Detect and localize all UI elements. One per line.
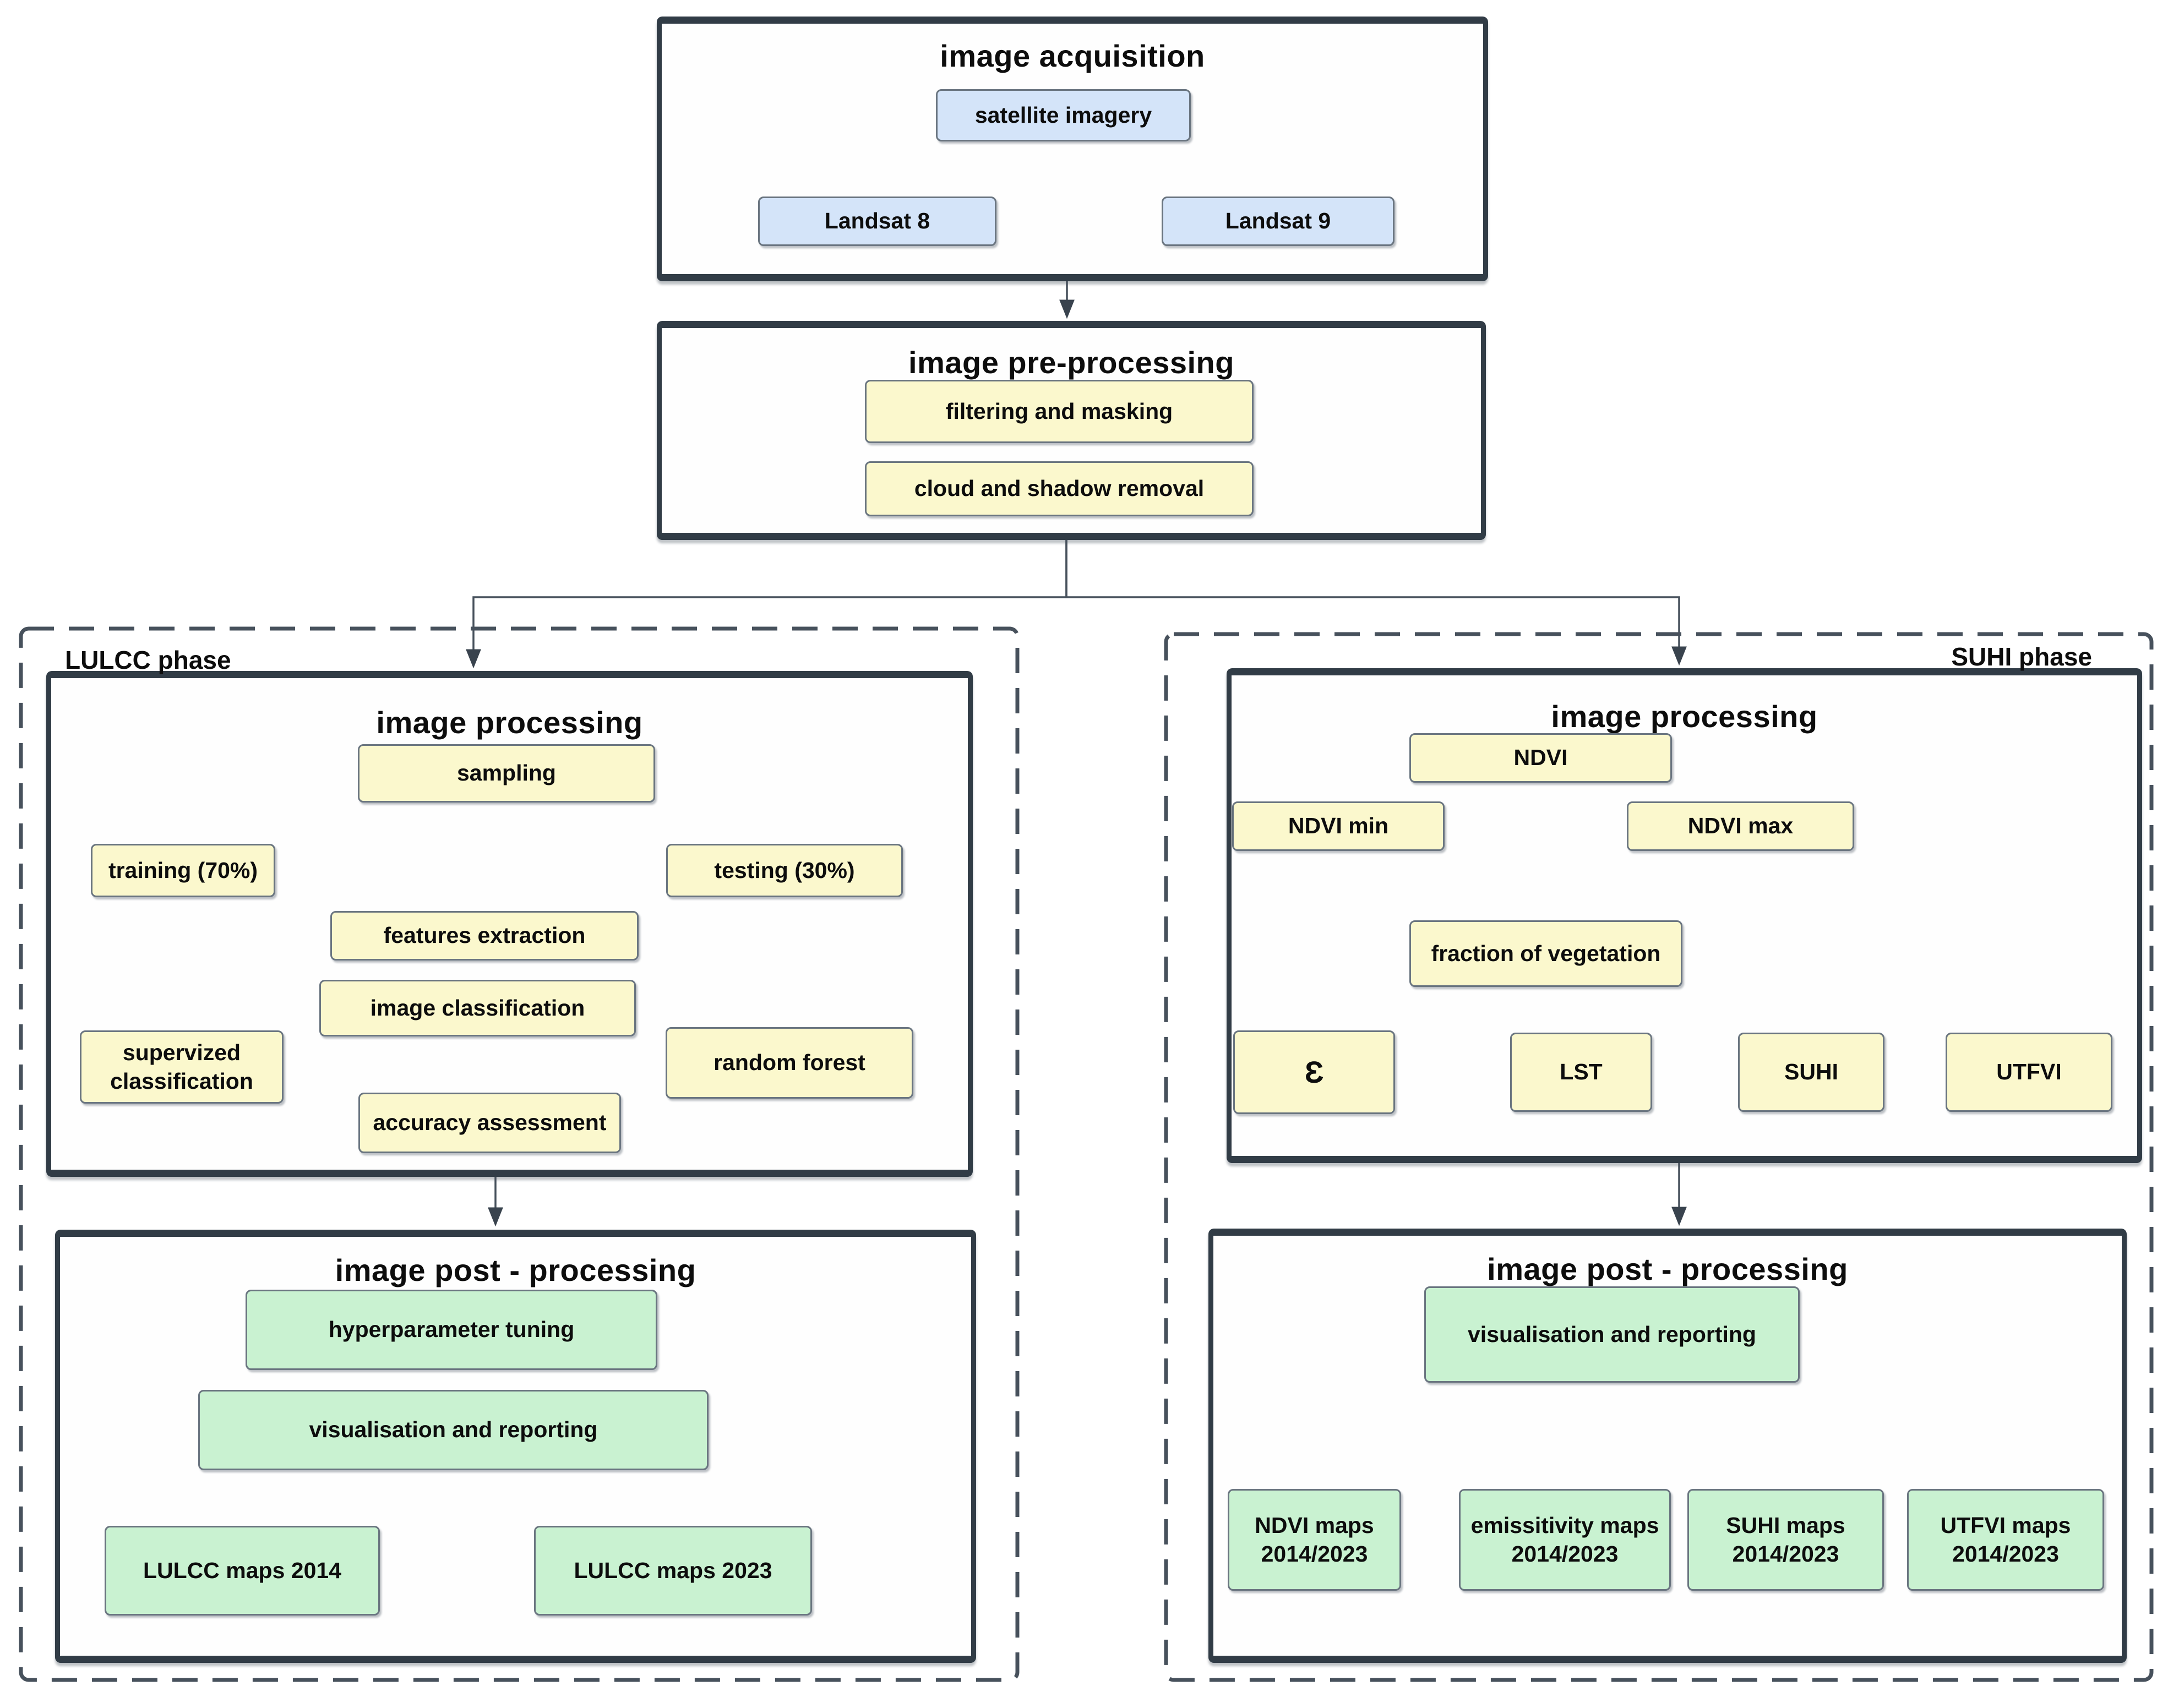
node-utfvi-maps: UTFVI maps 2014/2023 bbox=[1907, 1489, 2104, 1591]
lulcc-post-processing-title: image post - processing bbox=[335, 1253, 696, 1287]
lulcc-image-processing-title: image processing bbox=[376, 705, 643, 740]
node-emissivity-epsilon: Ɛ bbox=[1233, 1030, 1395, 1114]
node-ndvi-max: NDVI max bbox=[1627, 801, 1854, 851]
node-lst: LST bbox=[1510, 1033, 1652, 1112]
node-ndvi-min: NDVI min bbox=[1232, 801, 1445, 851]
node-image-classification: image classification bbox=[319, 980, 636, 1036]
node-suhi-maps: SUHI maps 2014/2023 bbox=[1687, 1489, 1884, 1591]
image-preprocessing-title: image pre-processing bbox=[908, 345, 1234, 380]
suhi-phase-label: SUHI phase bbox=[1951, 642, 2092, 671]
node-random-forest: random forest bbox=[666, 1027, 913, 1099]
node-emissitivity-maps: emissitivity maps 2014/2023 bbox=[1459, 1489, 1671, 1591]
node-landsat-8: Landsat 8 bbox=[758, 197, 996, 246]
node-filtering-masking: filtering and masking bbox=[865, 380, 1254, 443]
node-lulcc-maps-2023: LULCC maps 2023 bbox=[534, 1526, 812, 1616]
node-features-extraction: features extraction bbox=[330, 911, 639, 961]
node-landsat-9: Landsat 9 bbox=[1162, 197, 1395, 246]
node-supervized-classification: supervized classification bbox=[80, 1030, 284, 1104]
node-satellite-imagery: satellite imagery bbox=[936, 89, 1191, 141]
node-hyperparameter-tuning: hyperparameter tuning bbox=[246, 1290, 657, 1370]
node-lulcc-visualisation-reporting: visualisation and reporting bbox=[198, 1390, 709, 1470]
node-testing: testing (30%) bbox=[666, 844, 903, 897]
suhi-image-processing-title: image processing bbox=[1551, 699, 1818, 734]
node-fraction-of-vegetation: fraction of vegetation bbox=[1409, 920, 1682, 987]
lulcc-phase-label: LULCC phase bbox=[65, 646, 231, 674]
node-cloud-shadow-removal: cloud and shadow removal bbox=[865, 461, 1254, 516]
node-ndvi-maps: NDVI maps 2014/2023 bbox=[1228, 1489, 1401, 1591]
node-suhi-visualisation-reporting: visualisation and reporting bbox=[1424, 1286, 1800, 1383]
suhi-post-processing-title: image post - processing bbox=[1487, 1252, 1848, 1286]
node-utfvi: UTFVI bbox=[1946, 1033, 2112, 1112]
node-lulcc-maps-2014: LULCC maps 2014 bbox=[105, 1526, 380, 1616]
node-suhi: SUHI bbox=[1738, 1033, 1884, 1112]
image-acquisition-title: image acquisition bbox=[940, 39, 1205, 73]
node-ndvi: NDVI bbox=[1409, 733, 1672, 783]
node-sampling: sampling bbox=[358, 744, 655, 803]
node-accuracy-assessment: accuracy assessment bbox=[358, 1093, 621, 1153]
node-training: training (70%) bbox=[91, 844, 275, 897]
